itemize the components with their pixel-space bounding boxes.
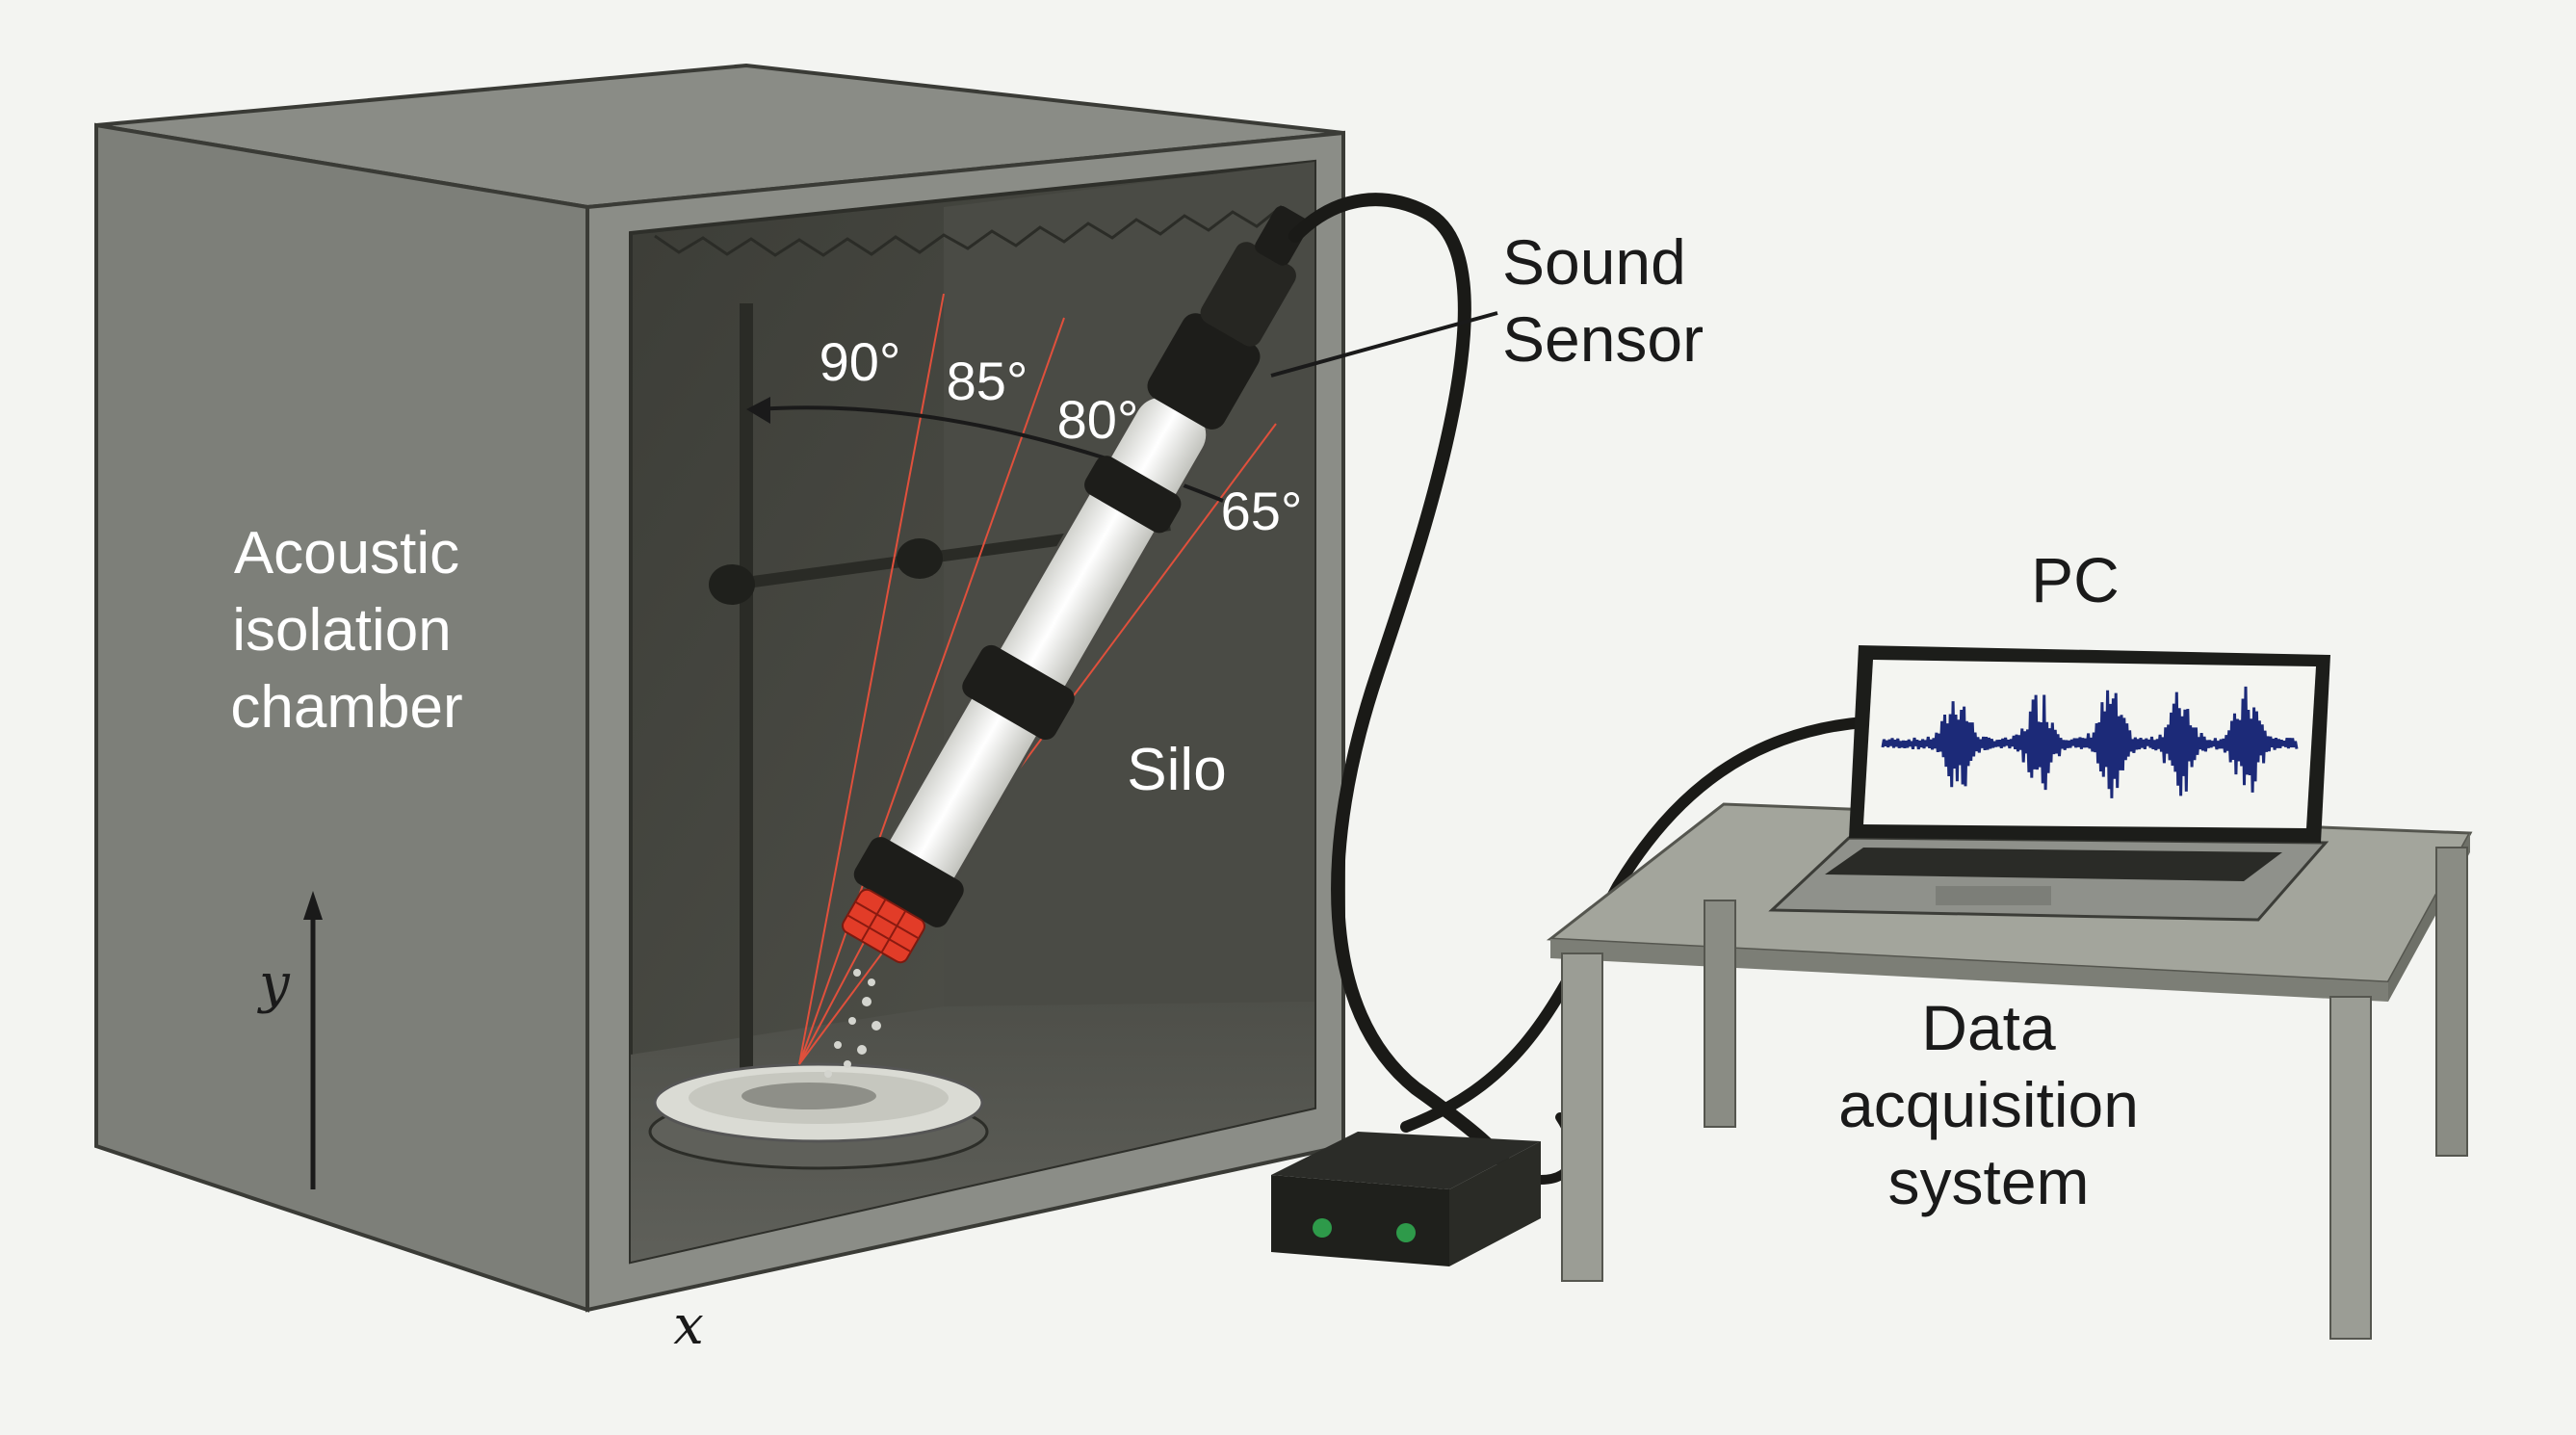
- silo-clamp-top: [1084, 456, 1182, 534]
- sensor-label-line2: Sensor: [1502, 303, 1704, 375]
- sample-dish: [648, 1062, 989, 1170]
- silo-nozzle: [842, 888, 925, 964]
- laptop: [1768, 645, 2330, 922]
- silo-tube: [842, 205, 1310, 964]
- angle-label-80: 80°: [1057, 389, 1139, 450]
- sensor-cable: [1288, 193, 1519, 1182]
- sensor-label-leader: [1270, 311, 1498, 378]
- daq-box: [1271, 1132, 1541, 1266]
- angle-label-85: 85°: [947, 351, 1028, 411]
- sound-sensor: [1147, 205, 1310, 430]
- acoustic-foam-edge: [654, 205, 1306, 257]
- falling-grains: [824, 969, 881, 1078]
- pc-label: PC: [2031, 544, 2120, 615]
- laptop-keyboard: [1825, 848, 2282, 881]
- daq-label-line3: system: [1887, 1146, 2089, 1217]
- silo-clamp-bottom: [853, 837, 964, 927]
- audio-waveform-display: [1881, 686, 2299, 798]
- chamber-label-line1: Acoustic: [234, 520, 459, 587]
- daq-label-line1: Data: [1921, 992, 2056, 1063]
- daq-indicator-led: [1313, 1218, 1332, 1238]
- angle-label-90: 90°: [820, 331, 901, 392]
- silo-clamp-mid: [962, 644, 1075, 741]
- axis-y-label: y: [256, 952, 291, 1015]
- daq-indicator-led: [1396, 1223, 1416, 1242]
- sensor-label-line1: Sound: [1502, 226, 1686, 298]
- axis-x-label: x: [673, 1294, 704, 1357]
- silo-label: Silo: [1127, 737, 1226, 803]
- laptop-trackpad: [1936, 886, 2051, 905]
- angle-label-65: 65°: [1221, 481, 1303, 541]
- y-axis-arrow: [303, 891, 323, 1189]
- chamber-label-line3: chamber: [230, 674, 462, 741]
- chamber-label-line2: isolation: [232, 597, 451, 664]
- daq-label-line2: acquisition: [1838, 1069, 2139, 1140]
